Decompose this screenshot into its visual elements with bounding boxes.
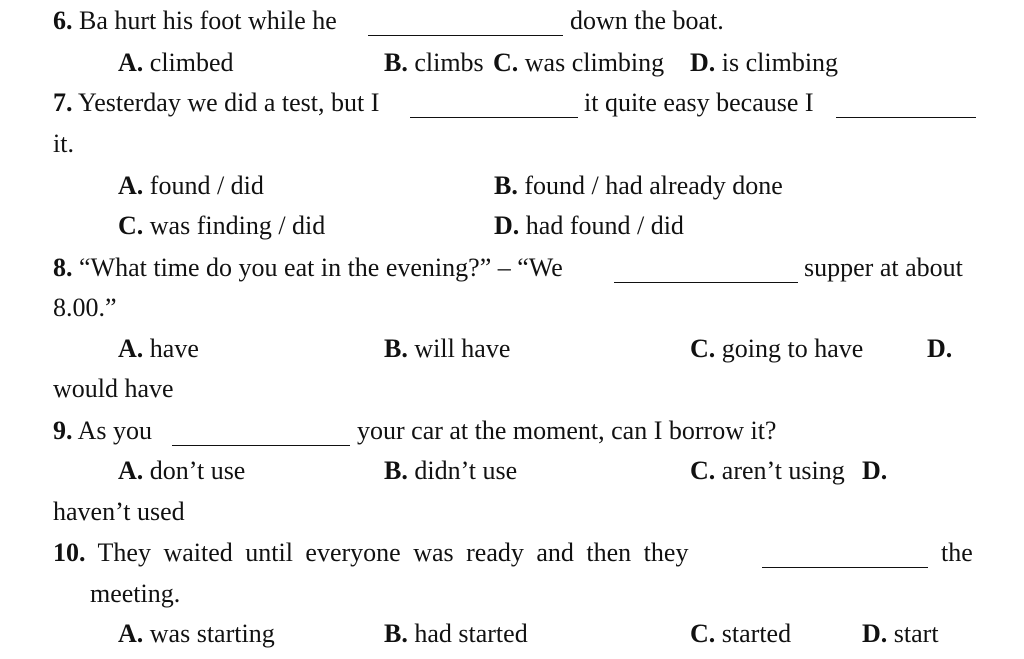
question-9-number: 9. [53,416,73,445]
question-10-text-after: the [941,538,973,567]
option-letter: D. [862,619,888,648]
option-letter: C. [690,619,716,648]
option-letter: D. [862,456,888,485]
option-text: start [893,619,939,648]
question-6-text-before: Ba hurt his foot while he [79,6,337,35]
question-7-blank-2[interactable] [836,95,976,118]
question-8-option-d[interactable]: D. [927,336,952,362]
question-6-blank[interactable] [368,13,563,36]
option-letter: B. [384,334,408,363]
option-text: found / did [149,171,264,200]
question-9-option-d[interactable]: D. [862,458,887,484]
option-text: had found / did [525,211,684,240]
question-6-option-d[interactable]: D. is climbing [690,50,838,76]
question-8-stem: 8. “What time do you eat in the evening?… [53,255,563,281]
option-text: started [721,619,792,648]
question-7-stem: 7. Yesterday we did a test, but I [53,90,379,116]
option-letter: C. [118,211,144,240]
option-text: climbs [414,48,484,77]
question-7-option-a[interactable]: A. found / did [118,173,264,199]
question-10-stem: 10. They waited until everyone was ready… [53,540,688,566]
question-8-option-b[interactable]: B. will have [384,336,510,362]
option-letter: A. [118,171,144,200]
question-6-option-c[interactable]: C. was climbing [493,50,664,76]
question-6-option-a[interactable]: A. climbed [118,50,234,76]
question-6-text-after: down the boat. [570,6,724,35]
option-text: found / had already done [524,171,783,200]
option-text: was starting [149,619,275,648]
option-letter: A. [118,456,144,485]
question-8-blank[interactable] [614,260,798,283]
question-6-option-b[interactable]: B. climbs [384,50,484,76]
question-8-option-c[interactable]: C. going to have [690,336,863,362]
question-6-stem: 6. Ba hurt his foot while he [53,8,337,34]
option-text: have [149,334,199,363]
question-7-option-d[interactable]: D. had found / did [494,213,684,239]
question-10-option-a[interactable]: A. was starting [118,621,275,647]
question-9-blank[interactable] [172,423,350,446]
option-text: going to have [721,334,864,363]
option-text: didn’t use [414,456,518,485]
option-text: climbed [149,48,234,77]
question-6-number: 6. [53,6,73,35]
question-8-number: 8. [53,253,73,282]
question-10-option-c[interactable]: C. started [690,621,791,647]
question-9-option-d-text[interactable]: haven’t used [53,497,185,526]
option-letter: B. [384,456,408,485]
option-text: was finding / did [149,211,326,240]
option-letter: C. [690,456,716,485]
option-letter: C. [493,48,519,77]
question-7-option-c[interactable]: C. was finding / did [118,213,325,239]
question-7-number: 7. [53,88,73,117]
question-9-text-after: your car at the moment, can I borrow it? [357,416,777,445]
option-text: will have [414,334,511,363]
option-text: don’t use [149,456,246,485]
option-letter: A. [118,619,144,648]
option-letter: C. [690,334,716,363]
question-8-option-d-text[interactable]: would have [53,374,174,403]
option-letter: A. [118,48,144,77]
option-letter: D. [927,334,953,363]
option-text: had started [414,619,528,648]
option-text: aren’t using [721,456,845,485]
option-letter: D. [494,211,520,240]
option-letter: A. [118,334,144,363]
question-10-option-d[interactable]: D. start [862,621,939,647]
question-7-blank-1[interactable] [410,95,578,118]
question-10-option-b[interactable]: B. had started [384,621,528,647]
question-7-text-end: it. [53,129,74,158]
question-7-option-b[interactable]: B. found / had already done [494,173,783,199]
option-text: was climbing [524,48,665,77]
option-letter: B. [384,619,408,648]
option-letter: B. [494,171,518,200]
question-9-option-b[interactable]: B. didn’t use [384,458,517,484]
question-9-option-a[interactable]: A. don’t use [118,458,245,484]
question-7-text-before: Yesterday we did a test, but I [78,88,380,117]
question-9-option-c[interactable]: C. aren’t using [690,458,845,484]
option-letter: B. [384,48,408,77]
question-9-stem: 9. As you [53,418,152,444]
question-10-number: 10. [53,538,86,567]
question-10-blank[interactable] [762,545,928,568]
question-8-text-before: “What time do you eat in the evening?” –… [79,253,563,282]
option-text: is climbing [721,48,839,77]
question-9-text-before: As you [77,416,152,445]
question-10-text-before: They waited until everyone was ready and… [97,538,689,567]
question-8-text-after: supper at about [804,253,963,282]
question-8-text-end: 8.00.” [53,293,117,322]
option-letter: D. [690,48,716,77]
question-7-text-middle: it quite easy because I [584,88,814,117]
question-8-option-a[interactable]: A. have [118,336,199,362]
question-10-text-end: meeting. [90,579,181,608]
